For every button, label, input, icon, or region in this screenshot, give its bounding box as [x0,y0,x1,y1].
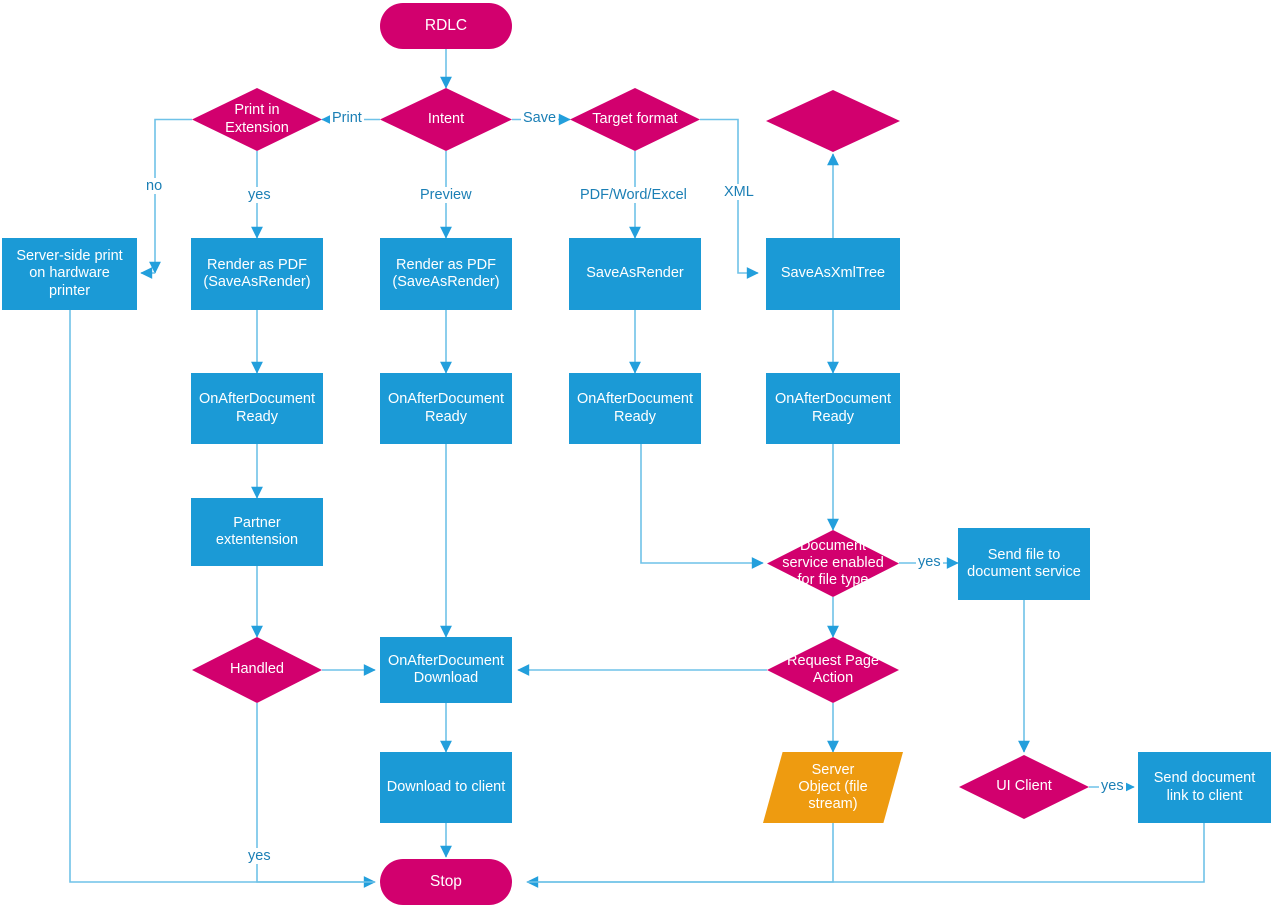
node-download-to-client[interactable]: Download to client [380,752,512,823]
node-render-as-pdf-2[interactable]: Render as PDF (SaveAsRender) [380,238,512,310]
node-onafterdocumentready-4-label: OnAfterDocument Ready [774,391,892,425]
node-document-service-enabled-label: Document service enabled for file type [782,537,884,589]
node-server-side-print[interactable]: Server-side print on hardware printer [2,238,137,310]
node-target-format-label: Target format [592,110,678,127]
node-send-document-link[interactable]: Send document link to client [1138,752,1271,823]
edge-handled-yes-to-stop [256,703,376,888]
node-onafterdocumentready-1-label: OnAfterDocument Ready [198,391,316,425]
node-stop[interactable]: Stop [380,859,512,905]
edge-label-yes-ui-client: yes [1099,778,1126,794]
edge-label-print: Print [330,110,364,126]
node-print-in-extension[interactable]: Print in Extension [192,88,322,151]
node-render-as-pdf-1-label: Render as PDF (SaveAsRender) [203,256,311,290]
node-render-as-pdf-1[interactable]: Render as PDF (SaveAsRender) [191,238,323,310]
node-server-side-print-label: Server-side print on hardware printer [16,248,123,299]
decision-shape [766,90,900,152]
node-onafterdocumentready-3-label: OnAfterDocument Ready [576,391,694,425]
edge-label-no: no [144,178,165,194]
node-intent-label: Intent [427,110,465,127]
node-rdlc[interactable]: RDLC [380,3,512,49]
node-server-object-label: Server Object (file stream) [798,761,868,813]
node-save-as-render[interactable]: SaveAsRender [569,238,701,310]
node-request-page-action-label: Request Page Action [787,652,879,686]
node-ui-client[interactable]: UI Client [959,755,1089,819]
node-rdlc-label: RDLC [424,16,468,34]
node-stop-label: Stop [430,872,462,890]
edge-label-xml: XML [722,184,756,200]
node-handled-label: Handled [229,661,284,678]
edge-label-save: Save [521,110,559,126]
node-ui-client-label: UI Client [996,778,1052,795]
node-download-to-client-label: Download to client [386,778,506,795]
node-onafterdocumentdownload[interactable]: OnAfterDocument Download [380,637,512,703]
node-onafterdocumentready-4[interactable]: OnAfterDocument Ready [766,373,900,444]
node-empty-decision[interactable] [766,90,900,152]
node-save-as-render-label: SaveAsRender [586,265,684,282]
node-onafterdocumentdownload-label: OnAfterDocument Download [387,652,505,686]
node-partner-extension-label: Partner extentension [215,514,299,548]
edge-server-object-to-stop [526,823,834,888]
node-request-page-action[interactable]: Request Page Action [767,637,899,703]
node-server-object[interactable]: Server Object (file stream) [763,752,903,823]
node-print-in-extension-label: Print in Extension [225,102,289,136]
data-shape [763,752,903,823]
edge-label-yes-handled: yes [246,848,273,864]
node-document-service-enabled[interactable]: Document service enabled for file type [767,530,899,597]
edge-label-yes-print-extension: yes [246,187,273,203]
node-send-document-link-label: Send document link to client [1153,770,1256,804]
node-onafterdocumentready-3[interactable]: OnAfterDocument Ready [569,373,701,444]
edge-send-link-to-stop [527,823,1205,883]
node-onafterdocumentready-2-label: OnAfterDocument Ready [387,391,505,425]
edge-ready-3-to-doc-service [640,444,764,569]
edge-print-in-extension-no-to-server-print [149,118,192,274]
node-onafterdocumentready-2[interactable]: OnAfterDocument Ready [380,373,512,444]
node-save-as-xmltree[interactable]: SaveAsXmlTree [766,238,900,310]
edge-label-pdf-word-excel: PDF/Word/Excel [578,187,689,203]
node-intent[interactable]: Intent [380,88,512,151]
node-target-format[interactable]: Target format [570,88,700,151]
node-onafterdocumentready-1[interactable]: OnAfterDocument Ready [191,373,323,444]
node-save-as-xmltree-label: SaveAsXmlTree [780,265,886,282]
node-render-as-pdf-2-label: Render as PDF (SaveAsRender) [392,256,500,290]
node-send-file-to-document-service-label: Send file to document service [967,546,1081,580]
edge-label-yes-document-service: yes [916,554,943,570]
node-send-file-to-document-service[interactable]: Send file to document service [958,528,1090,600]
node-handled[interactable]: Handled [192,637,322,703]
edge-label-preview: Preview [418,187,474,203]
node-partner-extension[interactable]: Partner extentension [191,498,323,566]
